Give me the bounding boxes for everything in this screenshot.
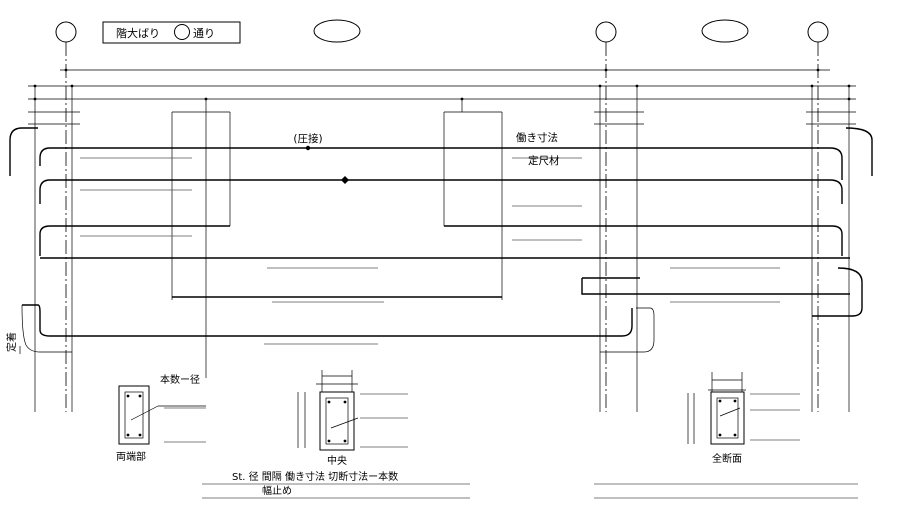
stirrup-spec-block: St. 径 間隔 働き寸法 切断寸法ー本数 幅止め	[202, 470, 858, 499]
grid-bubble-left	[55, 21, 77, 43]
top-bar-3	[39, 225, 843, 256]
both-ends-label: 両端部	[116, 450, 146, 463]
column-faces	[34, 85, 850, 412]
title-box: 階大ばり 通り	[102, 21, 241, 44]
grid-bubbles	[55, 19, 829, 43]
grid-center-lines	[65, 42, 819, 412]
title-prefix: 階大ばり	[116, 26, 160, 40]
center-label: 中央	[327, 454, 347, 467]
stirrup-center	[325, 397, 349, 445]
section-full: 全断面	[687, 372, 800, 465]
full-section-label: 全断面	[712, 452, 742, 465]
section-both-ends: 本数ー径 両端部	[116, 373, 206, 463]
title-suffix: 通り	[193, 27, 215, 40]
fixed-length-label: 定尺材	[528, 154, 560, 167]
cut-off-lines	[171, 111, 503, 300]
count-diameter-label: 本数ー径	[160, 373, 200, 386]
anchorage-label: 定着	[5, 332, 18, 352]
section-center: 中央	[297, 370, 408, 467]
stirrup-spec-label: St. 径 間隔 働き寸法 切断寸法ー本数	[232, 470, 398, 483]
beam-mark-ellipse-right	[701, 19, 749, 43]
note-lines	[19, 157, 780, 354]
pressure-weld-label: (圧接)	[293, 132, 322, 145]
stirrup-full	[716, 397, 739, 439]
bottom-bars	[21, 257, 863, 353]
section-outline-center	[319, 391, 355, 451]
working-dimension-label: 働き寸法	[516, 131, 558, 144]
top-bar-2	[39, 145, 843, 204]
stirrup-ends	[124, 391, 144, 439]
grid-bubble-mid	[595, 21, 617, 43]
title-frame	[102, 21, 241, 44]
dimension-lines	[28, 68, 856, 378]
section-outline-ends	[118, 385, 150, 445]
grid-bubble-right	[807, 21, 829, 43]
width-stop-label: 幅止め	[262, 484, 292, 497]
top-bar-1	[9, 127, 873, 180]
beam-mark-ellipse-left	[313, 19, 361, 43]
section-outline-full	[710, 391, 745, 445]
grid-number-blank-circle	[174, 24, 190, 40]
